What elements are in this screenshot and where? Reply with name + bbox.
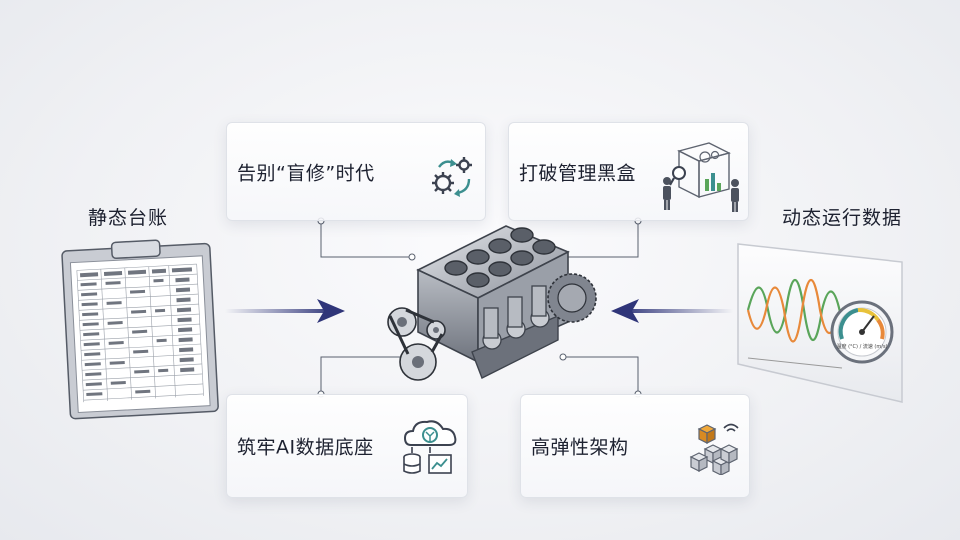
gears-refresh-icon [432,157,472,197]
ai-cloud-database-icon [403,420,457,474]
clipboard-ledger-icon [61,239,219,420]
arrow-left-to-engine [225,299,345,323]
gauge-label: 温度 (°C) / 流速 (m/s) [837,343,888,350]
card-high-elasticity-architecture-label: 高弹性架构 [531,436,629,459]
left-panel-title: 静态台账 [88,207,169,229]
arrow-right-to-engine [611,299,733,323]
box-inspection-icon [663,142,739,212]
engine-block-icon [387,225,597,381]
dynamic-data-screen-icon: 温度 (°C) / 流速 (m/s) [737,243,903,403]
modular-blocks-icon [689,423,739,475]
card-break-management-blackbox: 打破管理黑盒 [508,122,749,221]
card-ai-data-foundation-label: 筑牢AI数据底座 [237,436,374,459]
card-farewell-blind-repair-label: 告别“盲修”时代 [237,162,375,184]
card-high-elasticity-architecture: 高弹性架构 [520,394,750,498]
card-break-management-blackbox-label: 打破管理黑盒 [519,162,637,184]
right-panel-title: 动态运行数据 [782,207,903,229]
card-farewell-blind-repair: 告别“盲修”时代 [226,122,486,221]
card-ai-data-foundation: 筑牢AI数据底座 [226,394,468,498]
